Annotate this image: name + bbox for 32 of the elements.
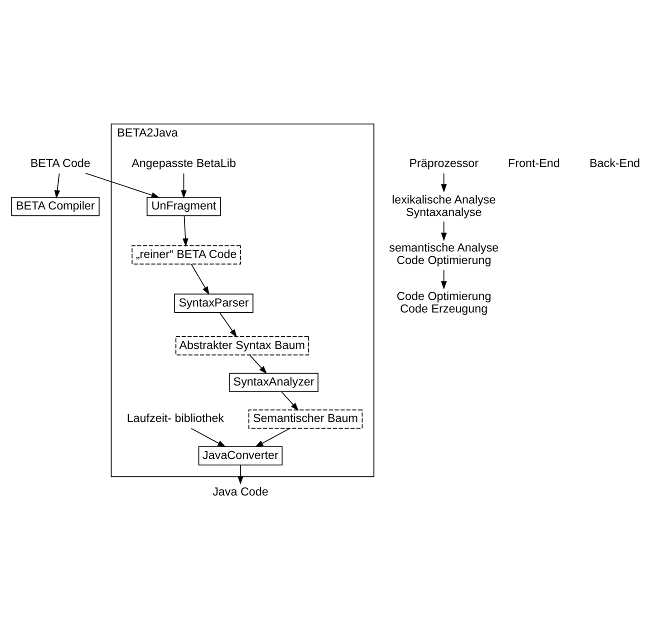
node-text: semantische Analyse Code Optimierung [389,242,499,268]
label: Back-End [590,157,640,170]
arrow [182,215,188,247]
node-box: BETA Compiler [11,196,100,216]
node-text: Laufzeit- bibliothek [126,412,224,426]
node-box: Semantischer Baum [248,410,363,429]
node-box: SyntaxParser [174,294,254,313]
arrow [219,312,238,338]
node-box: Abstrakter Syntax Baum [175,336,309,356]
node-box: SyntaxAnalyzer [229,372,318,392]
node-box: UnFragment [146,196,221,216]
node-text: Code Optimierung Code Erzeugung [396,290,492,316]
arrow [180,173,187,199]
arrow [254,428,290,448]
node-text: Angepasste BetaLib [132,157,236,170]
arrow [190,264,210,295]
arrow [238,464,244,485]
node-box: „reiner“ BETA Code [132,245,241,264]
arrow [281,391,299,411]
arrow [249,354,268,374]
arrow [440,270,447,290]
node-box: JavaConverter [198,446,283,466]
node-text: BETA Code [30,157,90,170]
node-text: lexikalische Analyse Syntaxanalyse [392,193,496,219]
arrow [54,173,60,199]
node-text: Präprozessor [409,157,479,170]
arrow [440,173,447,193]
arrow [85,172,160,198]
arrow [190,428,226,448]
arrow [440,221,447,242]
label: Front-End [508,157,560,170]
node-text: Java Code [212,486,268,499]
